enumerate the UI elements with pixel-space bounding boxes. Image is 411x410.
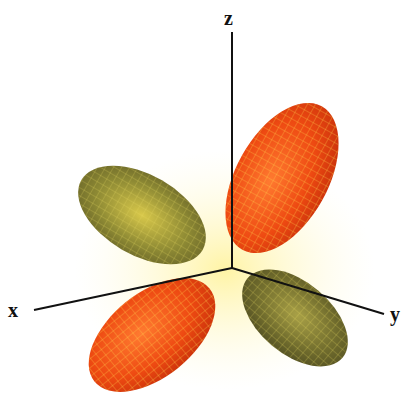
y-axis [232,268,384,314]
axis-label: x [8,300,18,320]
red-lobe [202,84,362,272]
axis-label: z [224,8,233,28]
red-lobe [68,256,236,410]
dark-lobe [224,251,365,386]
dark-lobe [61,145,222,284]
x-axis [34,268,232,310]
axis-label: y [390,304,400,324]
z-axis [231,32,233,268]
